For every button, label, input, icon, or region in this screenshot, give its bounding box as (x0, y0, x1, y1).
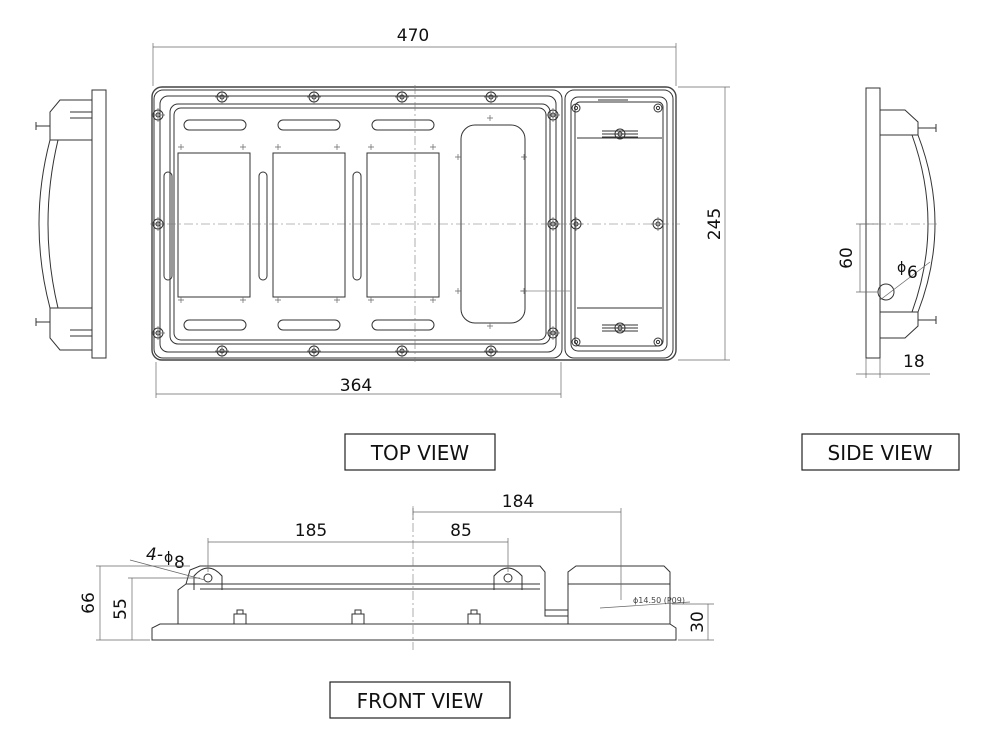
left-profile-curve-inner (47, 139, 59, 309)
dim-30: 30 (672, 603, 714, 641)
front-port-label: ϕ14.50 (P09) (633, 596, 685, 605)
top-slots (163, 119, 435, 331)
svg-text:185: 185 (295, 521, 327, 541)
side-curve-inner (911, 134, 929, 313)
side-view: 60 ϕ 6 18 (837, 87, 940, 378)
front-port-leader (599, 601, 691, 609)
dim-60-label: 60 (837, 247, 857, 269)
svg-text:TOP VIEW: TOP VIEW (370, 441, 470, 465)
left-profile-top-block (49, 99, 92, 141)
svg-text:184: 184 (502, 492, 534, 512)
top-cable-clips (602, 128, 638, 334)
svg-text:85: 85 (450, 521, 472, 541)
dim-184: 184 (412, 492, 622, 600)
left-side-profile (35, 89, 107, 359)
dim-470: 470 (152, 26, 677, 86)
svg-text:FRONT VIEW: FRONT VIEW (357, 689, 484, 713)
left-profile-flange (91, 89, 107, 359)
top-view-label: TOP VIEW (344, 433, 496, 471)
left-profile-ribs (70, 111, 92, 337)
dim-245-label: 245 (705, 208, 725, 240)
dim-60: 60 (837, 223, 878, 293)
dim-18-label: 18 (903, 352, 925, 372)
top-crosshairs (178, 115, 527, 329)
dim-470-label: 470 (397, 26, 429, 46)
side-top-block (880, 109, 919, 136)
front-right-box (567, 565, 671, 624)
dim-245: 245 (678, 86, 730, 361)
dim-6-symbol: ϕ (897, 260, 906, 276)
front-base-plate (151, 623, 677, 641)
side-bottom-block (880, 311, 919, 339)
top-outer-outline (151, 86, 677, 361)
left-profile-pins (35, 122, 50, 326)
dim-185: 185 (207, 521, 413, 572)
front-view-label: FRONT VIEW (329, 681, 511, 719)
top-view: 470 364 245 (150, 26, 730, 398)
dim-18: 18 (856, 352, 930, 378)
left-profile-curve (38, 139, 51, 309)
side-flange (865, 87, 881, 359)
svg-text:55: 55 (111, 598, 131, 620)
dim-holes: 4- ϕ 8 (129, 545, 206, 581)
side-view-label: SIDE VIEW (801, 433, 960, 471)
dim-66: 66 (79, 565, 190, 641)
svg-text:8: 8 (174, 553, 185, 573)
top-screw-bosses (151, 90, 665, 358)
dim-55: 55 (111, 577, 200, 640)
side-dia-leader (879, 261, 931, 301)
front-clips (233, 609, 481, 624)
dim-6-label: 6 (907, 263, 918, 283)
svg-text:30: 30 (688, 611, 708, 633)
dim-364-label: 364 (340, 376, 372, 396)
left-profile-bottom-block (49, 307, 92, 351)
svg-text:66: 66 (79, 592, 99, 614)
dim-364: 364 (155, 362, 562, 398)
side-pins (918, 124, 937, 324)
svg-text:4-: 4- (146, 545, 163, 565)
dim-85: 85 (413, 521, 509, 572)
front-view: ϕ14.50 (P09) 184 185 85 4- ϕ 8 (79, 492, 714, 650)
svg-text:SIDE VIEW: SIDE VIEW (828, 441, 933, 465)
front-main-body (177, 565, 569, 624)
svg-text:ϕ: ϕ (164, 550, 173, 566)
